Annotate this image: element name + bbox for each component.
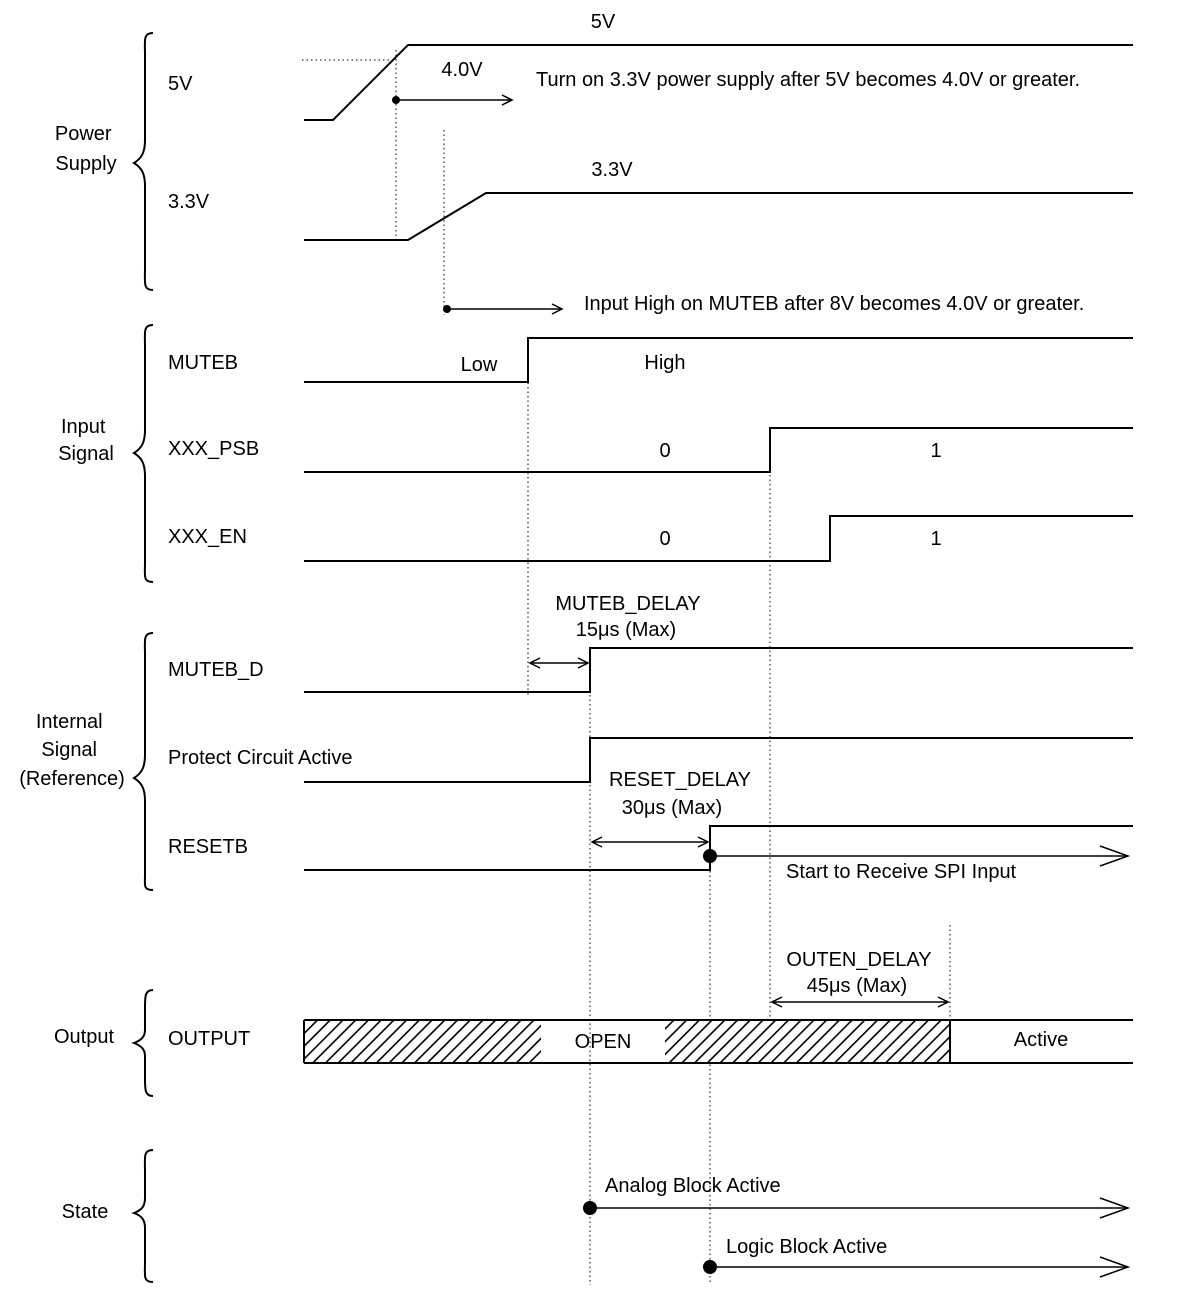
signal-name-resetb: RESETB [168, 836, 248, 858]
output-hatch-segment-2 [665, 1020, 950, 1063]
muteb-delay-value: 15μs (Max) [576, 619, 676, 641]
analog-active-arrowhead [1099, 1197, 1131, 1219]
outen-delay-arrowhead-left [770, 996, 783, 1008]
signal-name-3v3: 3.3V [168, 191, 210, 213]
waveform-xxx-psb [304, 427, 1133, 473]
label-5v-level: 5V [591, 11, 616, 33]
internal-signal-brace [132, 632, 154, 891]
note-33v-text: Turn on 3.3V power supply after 5V becom… [536, 69, 1080, 91]
signal-name-output: OUTPUT [168, 1028, 250, 1050]
waveform-5v [304, 44, 1133, 121]
signal-name-xxx-psb: XXX_PSB [168, 438, 259, 460]
label-psb-1: 1 [930, 440, 941, 462]
state-group-label: State [62, 1201, 109, 1223]
signal-name-protect: Protect Circuit Active [168, 747, 353, 769]
internal-signal-group-label: Internal Signal (Reference) [19, 711, 125, 790]
waveform-muteb [304, 337, 1133, 383]
label-en-0: 0 [659, 528, 670, 550]
output-hatch-segment-1 [304, 1020, 541, 1063]
signal-name-muteb-d: MUTEB_D [168, 659, 264, 681]
label-5v-threshold: 4.0V [441, 59, 483, 81]
note-muteb-arrowhead [551, 303, 564, 315]
analog-active-text: Analog Block Active [605, 1175, 781, 1197]
reset-delay-arrowhead-right [697, 836, 710, 848]
outen-delay-name: OUTEN_DELAY [786, 949, 931, 971]
output-brace [131, 989, 154, 1097]
waveform-xxx-en [304, 515, 1133, 562]
input-signal-group-label: Input Signal [58, 416, 114, 465]
waveform-3v3 [304, 192, 1133, 241]
spi-arrowhead [1099, 845, 1131, 867]
outen-delay-value: 45μs (Max) [807, 975, 907, 997]
reset-delay-value: 30μs (Max) [622, 797, 722, 819]
label-3v3-level: 3.3V [591, 159, 633, 181]
logic-active-text: Logic Block Active [726, 1236, 887, 1258]
signal-name-muteb: MUTEB [168, 352, 238, 374]
waveform-protect [304, 737, 1133, 783]
note-muteb-text: Input High on MUTEB after 8V becomes 4.0… [584, 293, 1084, 315]
output-active-label: Active [1014, 1029, 1068, 1051]
waveform-muteb-d [304, 647, 1133, 693]
power-supply-group-label: Power Supply [55, 123, 117, 175]
note-33v-arrowhead [501, 94, 514, 106]
muteb-delay-arrowhead-left [528, 657, 541, 669]
signal-name-5v: 5V [168, 73, 193, 95]
muteb-delay-name: MUTEB_DELAY [555, 593, 700, 615]
signal-name-xxx-en: XXX_EN [168, 526, 247, 548]
power-supply-brace [132, 32, 154, 291]
input-signal-brace [132, 324, 154, 583]
reset-delay-arrowhead-left [590, 836, 603, 848]
label-en-1: 1 [930, 528, 941, 550]
label-psb-0: 0 [659, 440, 670, 462]
label-muteb-low: Low [461, 354, 498, 376]
waveform-resetb [304, 825, 1133, 871]
reset-delay-name: RESET_DELAY [609, 769, 751, 791]
logic-active-arrowhead [1099, 1256, 1131, 1278]
output-group-label: Output [54, 1026, 114, 1048]
label-muteb-high: High [644, 352, 685, 374]
output-open-label: OPEN [575, 1031, 632, 1053]
muteb-delay-arrowhead-right [577, 657, 590, 669]
spi-note-text: Start to Receive SPI Input [786, 861, 1017, 883]
state-brace [131, 1149, 154, 1283]
outen-delay-arrowhead-right [937, 996, 950, 1008]
